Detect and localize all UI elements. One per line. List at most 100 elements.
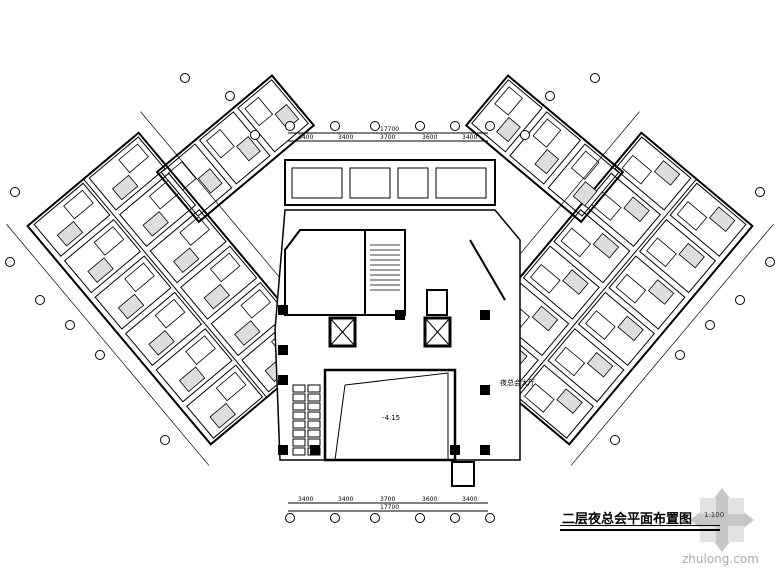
bottom-total: 17700 <box>380 504 399 511</box>
column <box>480 310 490 320</box>
room <box>608 255 686 330</box>
grid-bubble <box>450 121 460 131</box>
booth-seat <box>292 438 306 447</box>
sofa <box>179 216 210 246</box>
grid-axis-bubbles <box>5 73 775 523</box>
grid-bubble <box>450 513 460 523</box>
table <box>586 351 614 378</box>
sofa <box>524 383 555 413</box>
grid-bubble <box>415 513 425 523</box>
room <box>237 79 309 153</box>
booth-seat <box>292 447 306 456</box>
booth-seat <box>307 393 321 402</box>
room <box>149 209 227 284</box>
booth-seat <box>292 420 306 429</box>
bottom-dim-5: 3400 <box>462 496 477 503</box>
table <box>562 269 589 295</box>
sofa <box>63 189 94 220</box>
table <box>203 283 230 310</box>
sofa <box>93 226 125 256</box>
room <box>553 209 631 284</box>
drawing-scale: 1:100 <box>704 511 725 519</box>
table <box>117 293 145 320</box>
top-dim-1: 3400 <box>298 134 313 141</box>
sofa <box>167 161 197 191</box>
room <box>210 281 288 357</box>
grid-bubble <box>590 73 600 83</box>
grid-bubble <box>180 73 190 83</box>
sofa <box>554 346 586 377</box>
table <box>178 366 206 393</box>
grid-bubble <box>285 121 295 131</box>
room <box>583 172 661 248</box>
column <box>310 445 320 455</box>
sofa <box>676 201 708 231</box>
sofa <box>124 262 155 293</box>
room <box>669 182 747 257</box>
sofa <box>244 96 274 127</box>
sofa <box>215 371 247 402</box>
central-core: -4.15 夜总会大厅 <box>274 209 535 487</box>
hall-label: 夜总会大厅 <box>500 378 535 387</box>
sofa <box>532 118 562 148</box>
grid-bubble <box>485 121 495 131</box>
table <box>572 181 598 207</box>
table <box>617 315 644 342</box>
top-dim-3: 3700 <box>380 134 395 141</box>
column <box>480 445 490 455</box>
sofa <box>154 298 186 329</box>
grid-bubble <box>330 121 340 131</box>
table <box>234 320 261 346</box>
column <box>278 375 288 385</box>
room <box>33 182 111 257</box>
booth-seat <box>292 384 306 393</box>
bottom-dimension-line: 3400 3400 3700 3600 3400 17700 <box>288 496 488 512</box>
room <box>614 136 692 211</box>
booth-seat <box>307 438 321 447</box>
watermark-logo <box>690 488 754 552</box>
sofa <box>240 289 272 319</box>
grid-bubble <box>755 187 765 197</box>
table <box>647 279 675 305</box>
booth-seat <box>292 411 306 420</box>
grid-bubble <box>415 121 425 131</box>
sofa <box>185 335 216 365</box>
room <box>94 255 172 330</box>
grid-bubble <box>675 350 685 360</box>
bottom-dim-3: 3700 <box>380 496 395 503</box>
room <box>547 328 625 403</box>
grid-bubble <box>250 130 260 140</box>
room <box>638 218 717 294</box>
void-label: -4.15 <box>382 414 400 422</box>
booth-seat <box>292 429 306 438</box>
table <box>56 220 84 247</box>
grid-bubble <box>225 91 235 101</box>
bottom-dim-2: 3400 <box>338 496 353 503</box>
booth-seat <box>292 393 306 402</box>
sofa <box>494 86 523 116</box>
bottom-dim-4: 3600 <box>422 496 437 503</box>
grid-bubble <box>370 513 380 523</box>
table <box>534 148 560 175</box>
room <box>160 143 233 217</box>
grid-bubble <box>65 320 75 330</box>
sofa <box>615 273 647 304</box>
column <box>278 345 288 355</box>
column <box>450 445 460 455</box>
grid-bubble <box>10 187 20 197</box>
table <box>111 174 139 201</box>
sofa <box>529 264 561 294</box>
booth-seat <box>307 429 321 438</box>
table <box>592 232 620 259</box>
room <box>547 143 620 217</box>
table <box>236 136 261 162</box>
table <box>142 211 169 237</box>
room <box>471 79 543 153</box>
grid-bubble <box>545 91 555 101</box>
grid-bubble <box>520 130 530 140</box>
room <box>155 328 233 403</box>
room <box>88 136 166 211</box>
booth-seat <box>307 402 321 411</box>
grid-bubble <box>370 121 380 131</box>
